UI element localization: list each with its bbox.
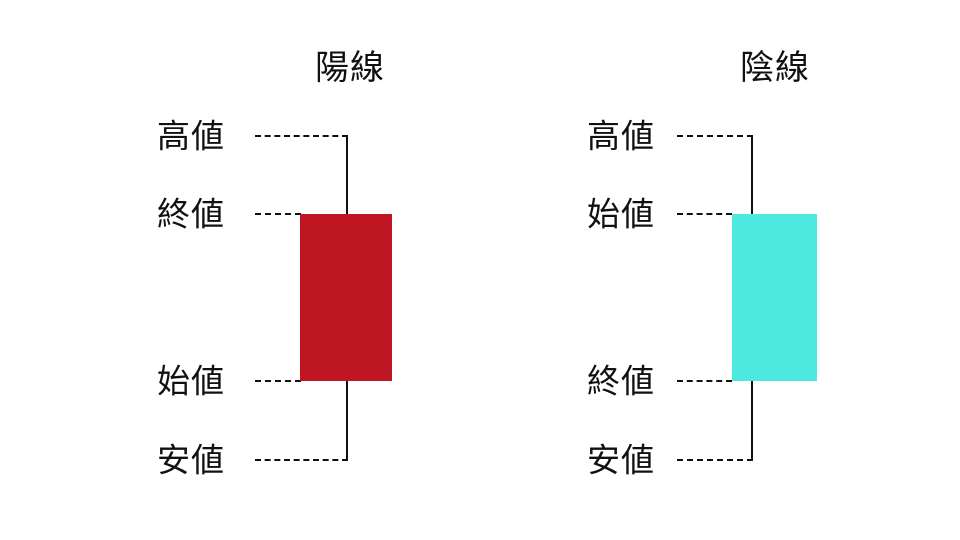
leader-line-low-bearish	[677, 459, 753, 461]
leader-line-close-bullish	[255, 213, 301, 215]
leader-line-open-bearish	[677, 213, 732, 215]
leader-line-open-bullish	[255, 380, 301, 382]
leader-line-high-bearish	[677, 135, 753, 137]
candle-body-bearish	[732, 214, 817, 381]
label-open-bearish: 始値	[587, 194, 655, 234]
leader-line-low-bullish	[255, 459, 348, 461]
leader-line-high-bullish	[255, 135, 348, 137]
label-open-bullish: 始値	[157, 361, 225, 401]
label-low-bullish: 安値	[157, 440, 225, 480]
label-high-bearish: 高値	[587, 116, 655, 156]
label-high-bullish: 高値	[157, 116, 225, 156]
candle-body-bullish	[300, 214, 392, 381]
panel-title-bearish: 陰線	[740, 48, 810, 88]
panel-bullish: 陽線 高値 終値 始値 安値	[157, 48, 392, 480]
label-low-bearish: 安値	[587, 440, 655, 480]
leader-line-close-bearish	[677, 380, 732, 382]
label-close-bearish: 終値	[587, 361, 655, 401]
label-close-bullish: 終値	[157, 194, 225, 234]
panel-bearish: 陰線 高値 始値 終値 安値	[480, 0, 960, 540]
panel-title-bullish: 陽線	[315, 48, 385, 88]
